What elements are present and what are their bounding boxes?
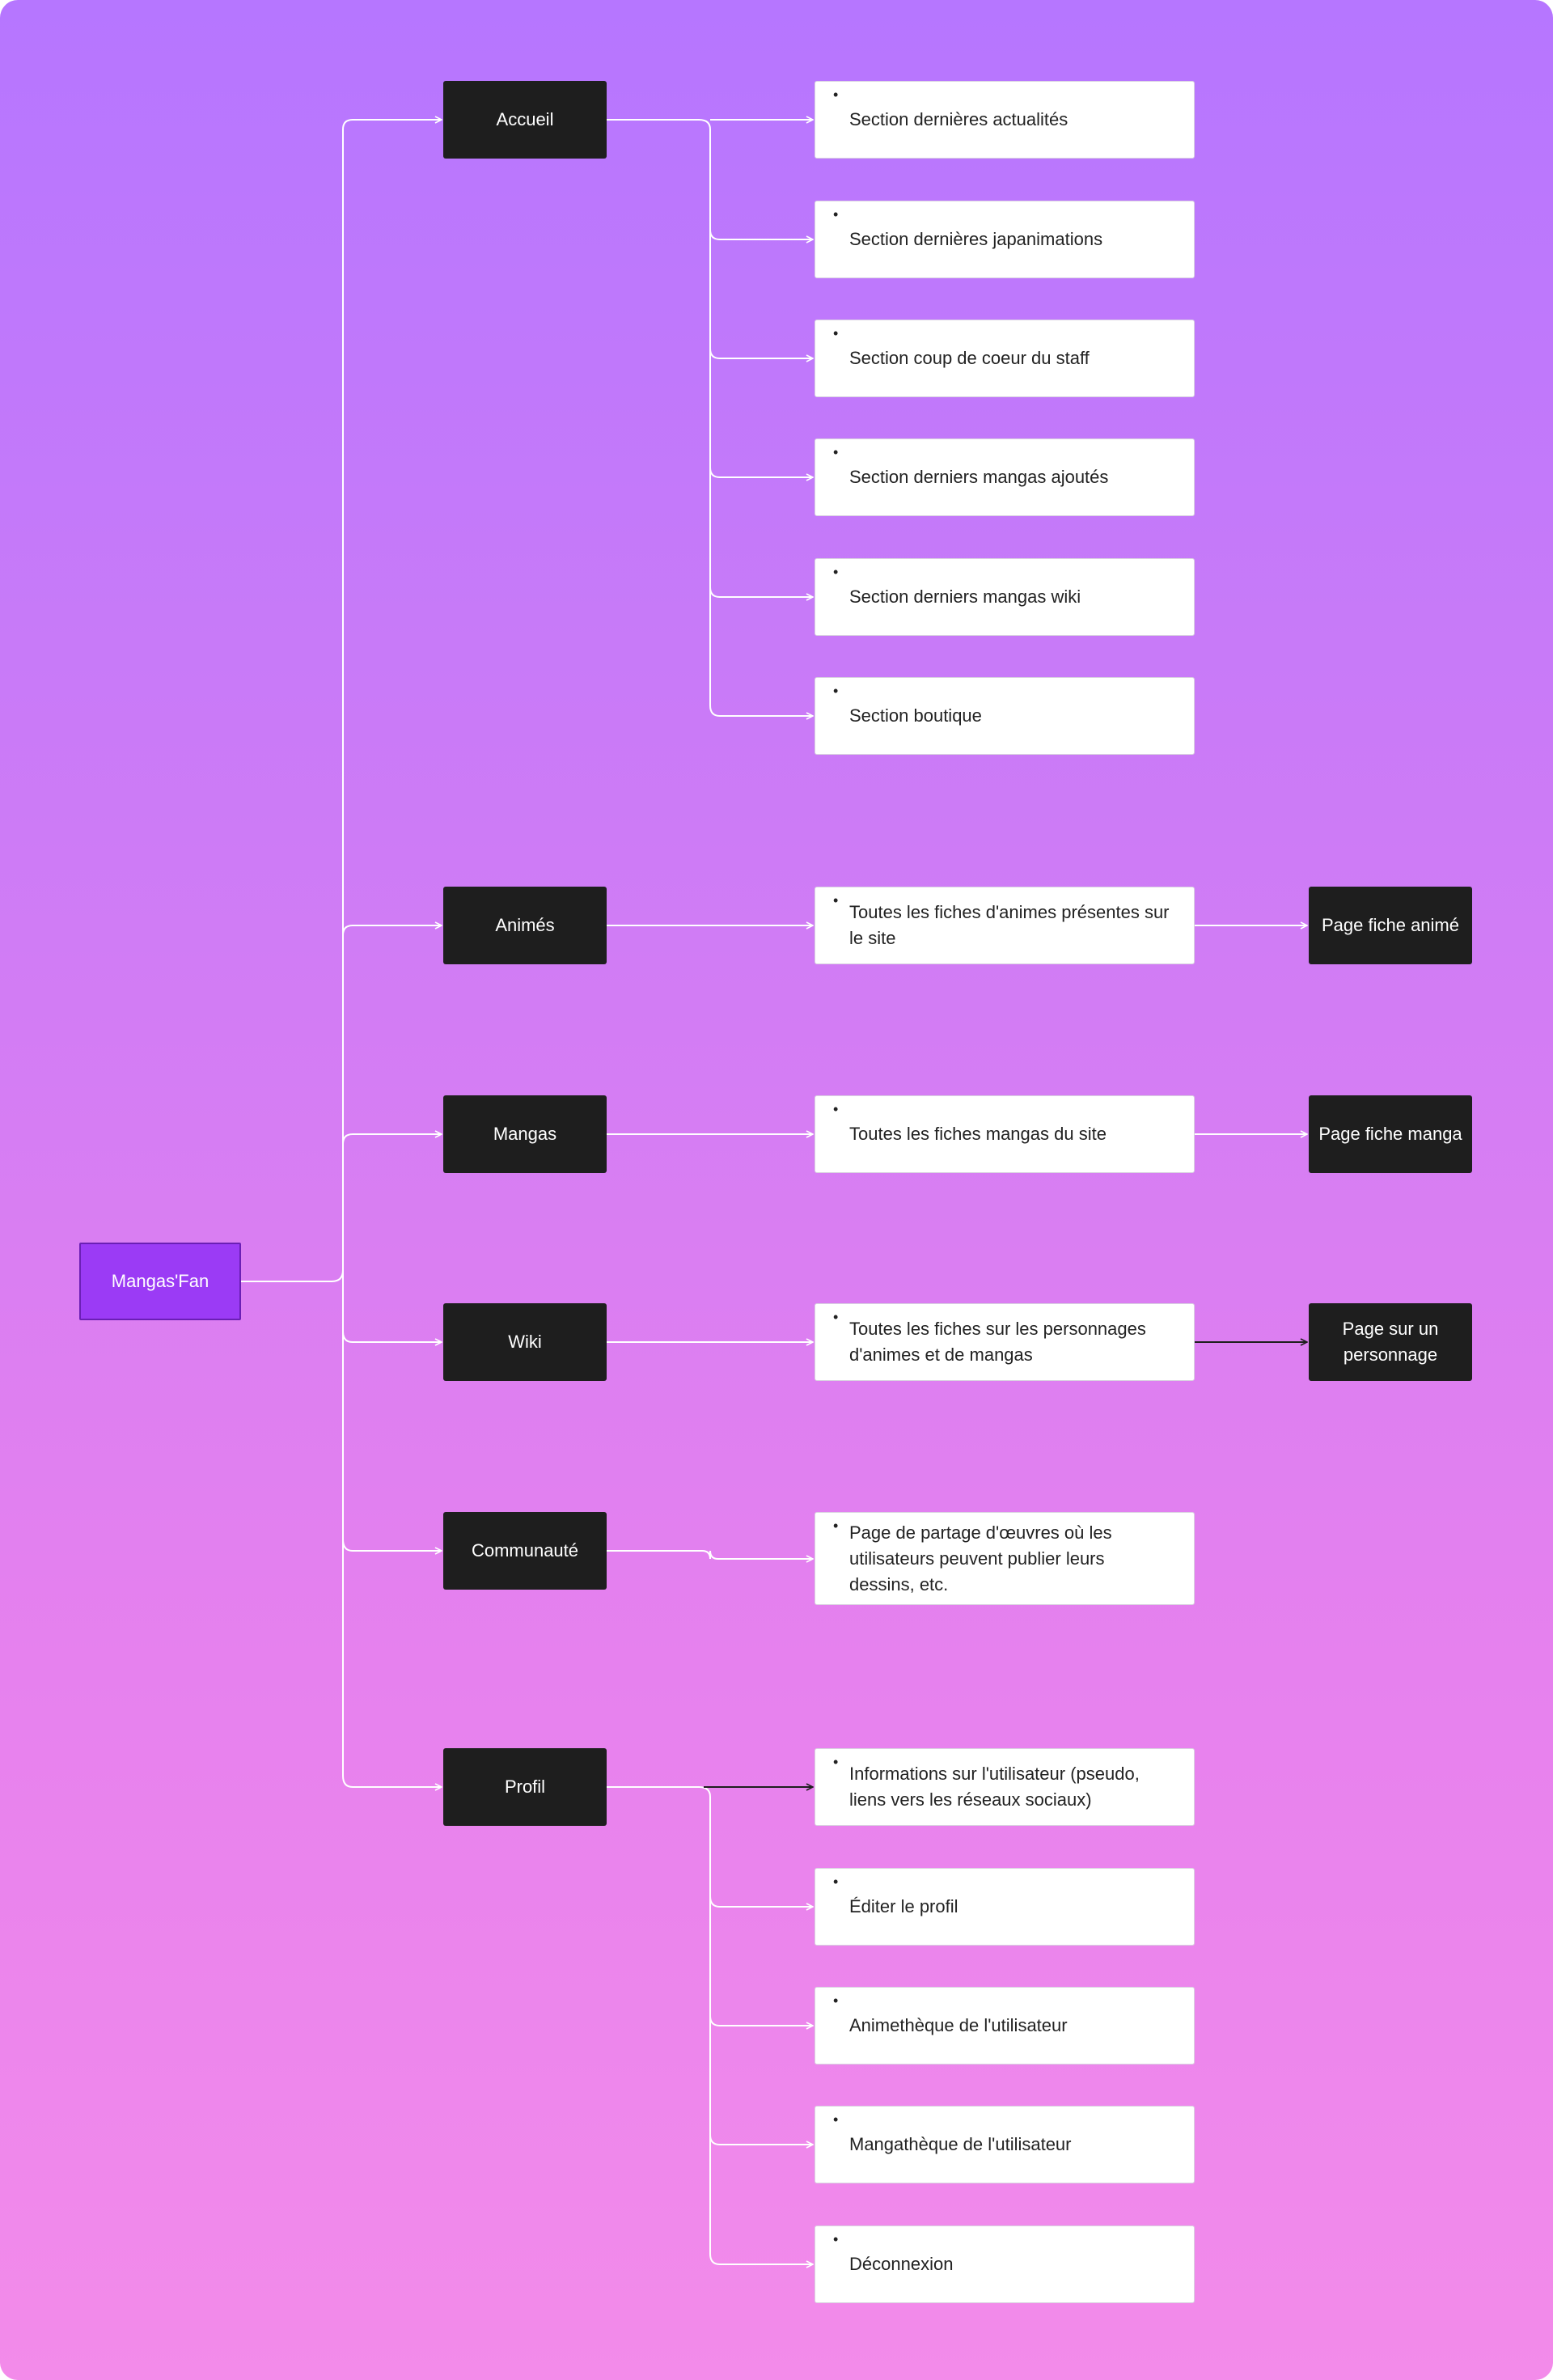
detail-label: Page fiche animé: [1322, 915, 1459, 935]
bullet: •: [833, 325, 839, 341]
section-label: Profil: [504, 1777, 546, 1797]
card-text: Toutes les fiches d'animes présentes sur…: [849, 902, 1170, 948]
card-accueil-mangas-ajoutes[interactable]: • Section derniers mangas ajoutés: [815, 438, 1195, 516]
card-profil-deconnexion[interactable]: • Déconnexion: [815, 2225, 1195, 2303]
detail-page-fiche-anime[interactable]: Page fiche animé: [1309, 887, 1472, 964]
section-mangas[interactable]: Mangas: [443, 1095, 607, 1173]
section-label: Communauté: [471, 1540, 579, 1561]
bullet: •: [833, 1754, 839, 1770]
bullet: •: [833, 2111, 839, 2128]
bullet: •: [833, 444, 839, 460]
bullet: •: [833, 87, 839, 103]
connector-to-animes: [342, 925, 442, 936]
card-text: Section derniers mangas wiki: [849, 587, 1081, 607]
bullet: •: [833, 2231, 839, 2247]
card-text: Éditer le profil: [849, 1896, 958, 1916]
connector-accueil-out: [607, 119, 721, 717]
section-animes[interactable]: Animés: [443, 887, 607, 964]
bullet: •: [833, 683, 839, 699]
detail-page-fiche-manga[interactable]: Page fiche manga: [1309, 1095, 1472, 1173]
connector-root-join: [331, 1269, 344, 1282]
card-text: Page de partage d'œuvres où les utilisat…: [849, 1522, 1112, 1594]
detail-page-personnage[interactable]: Page sur un personnage: [1309, 1303, 1472, 1381]
detail-label: Page sur un personnage: [1342, 1319, 1439, 1365]
card-accueil-boutique[interactable]: • Section boutique: [815, 677, 1195, 755]
connector-to-accueil: [342, 120, 442, 130]
section-accueil[interactable]: Accueil: [443, 81, 607, 159]
card-accueil-mangas-wiki[interactable]: • Section derniers mangas wiki: [815, 558, 1195, 636]
section-label: Mangas: [493, 1124, 557, 1144]
bullet: •: [833, 1518, 839, 1534]
card-accueil-japanimations[interactable]: • Section dernières japanimations: [815, 201, 1195, 278]
card-profil-editer[interactable]: • Éditer le profil: [815, 1868, 1195, 1946]
connector-to-wiki: [342, 1331, 442, 1342]
connector-profil-out: [607, 1786, 813, 2264]
card-text: Toutes les fiches sur les personnages d'…: [849, 1319, 1146, 1365]
connector-to-profil: [342, 1775, 442, 1787]
bullet: •: [833, 1874, 839, 1890]
card-accueil-actualites[interactable]: • Section dernières actualités: [815, 81, 1195, 159]
section-wiki[interactable]: Wiki: [443, 1303, 607, 1381]
connector-to-mangas: [342, 1134, 442, 1145]
card-text: Section dernières actualités: [849, 109, 1068, 129]
bullet: •: [833, 1101, 839, 1117]
card-wiki-list[interactable]: • Toutes les fiches sur les personnages …: [815, 1303, 1195, 1381]
section-communaute[interactable]: Communauté: [443, 1512, 607, 1590]
card-text: Section dernières japanimations: [849, 229, 1103, 249]
card-text: Informations sur l'utilisateur (pseudo, …: [849, 1764, 1140, 1810]
card-communaute-partage[interactable]: • Page de partage d'œuvres où les utilis…: [815, 1512, 1195, 1605]
card-text: Mangathèque de l'utilisateur: [849, 2134, 1072, 2154]
bullet: •: [833, 892, 839, 908]
bullet: •: [833, 1309, 839, 1325]
card-text: Animethèque de l'utilisateur: [849, 2015, 1068, 2035]
detail-label: Page fiche manga: [1318, 1124, 1462, 1144]
card-text: Toutes les fiches mangas du site: [849, 1124, 1107, 1144]
card-mangas-list[interactable]: • Toutes les fiches mangas du site: [815, 1095, 1195, 1173]
section-label: Animés: [495, 915, 555, 935]
section-label: Wiki: [508, 1332, 542, 1352]
bullet: •: [833, 206, 839, 222]
card-text: Section coup de coeur du staff: [849, 348, 1090, 368]
card-text: Déconnexion: [849, 2254, 954, 2274]
section-profil[interactable]: Profil: [443, 1748, 607, 1826]
section-label: Accueil: [496, 109, 554, 129]
card-text: Section derniers mangas ajoutés: [849, 467, 1109, 487]
root-node[interactable]: Mangas'Fan: [79, 1243, 241, 1320]
card-profil-animetheque[interactable]: • Animethèque de l'utilisateur: [815, 1987, 1195, 2065]
connector-communaute-card: [607, 1550, 813, 1559]
card-animes-list[interactable]: • Toutes les fiches d'animes présentes s…: [815, 887, 1195, 964]
connector-to-communaute: [342, 1539, 442, 1551]
bullet: •: [833, 1993, 839, 2009]
root-label: Mangas'Fan: [111, 1271, 209, 1291]
card-text: Section boutique: [849, 705, 982, 726]
card-profil-informations[interactable]: • Informations sur l'utilisateur (pseudo…: [815, 1748, 1195, 1826]
bullet: •: [833, 564, 839, 580]
card-profil-mangatheque[interactable]: • Mangathèque de l'utilisateur: [815, 2106, 1195, 2183]
card-accueil-coup-de-coeur[interactable]: • Section coup de coeur du staff: [815, 320, 1195, 397]
